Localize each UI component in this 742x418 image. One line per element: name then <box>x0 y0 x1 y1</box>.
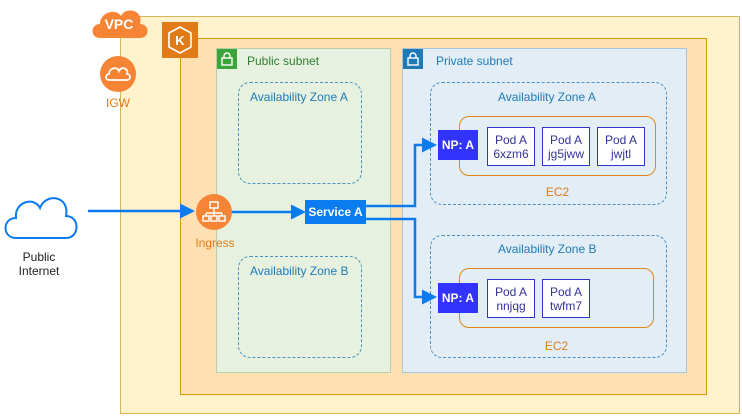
pod-id: twfm7 <box>549 298 582 313</box>
pod-id: jwjtl <box>611 146 631 161</box>
pod-card: Pod A jwjtl <box>597 127 645 166</box>
igw-icon <box>99 55 137 93</box>
pod-id: nnjqg <box>496 298 526 313</box>
vpc-badge: VPC <box>104 16 134 32</box>
pod-name: Pod A <box>549 132 583 147</box>
load-balancer-icon <box>195 193 233 231</box>
nodeport-b: NP: A <box>438 283 478 313</box>
eks-icon: K <box>162 22 198 58</box>
pod-card: Pod A twfm7 <box>542 279 590 318</box>
cloud-icon <box>0 182 80 244</box>
pod-name: Pod A <box>604 132 638 147</box>
ec2-label-b: EC2 <box>544 339 569 353</box>
private-subnet <box>402 48 687 373</box>
public-internet-label: Public Internet <box>8 250 70 278</box>
service-a-box: Service A <box>305 200 366 224</box>
pod-id: 6xzm6 <box>493 146 529 161</box>
ec2-label-a: EC2 <box>545 185 570 199</box>
public-subnet-title: Public subnet <box>247 54 320 68</box>
public-az-a <box>238 82 362 184</box>
igw-label: IGW <box>106 96 130 110</box>
pod-name: Pod A <box>494 132 528 147</box>
public-internet-line1: Public <box>22 250 56 264</box>
public-az-b <box>238 256 362 358</box>
pod-name: Pod A <box>549 284 583 299</box>
pod-card: Pod A jg5jww <box>542 127 590 166</box>
service-to-np-b-arrow <box>366 217 437 305</box>
pod-card: Pod A nnjqg <box>487 279 535 318</box>
lock-icon <box>403 49 423 69</box>
public-az-b-label: Availability Zone B <box>250 264 349 278</box>
private-subnet-title: Private subnet <box>436 54 513 68</box>
pod-card: Pod A 6xzm6 <box>487 127 535 166</box>
public-az-a-label: Availability Zone A <box>250 90 348 104</box>
service-to-np-a-arrow <box>366 137 437 208</box>
lock-icon <box>217 49 237 69</box>
vpc-cloud-icon: VPC <box>88 2 150 42</box>
ingress-label: Ingress <box>195 236 235 250</box>
pod-id: jg5jww <box>547 146 584 161</box>
private-az-b-label: Availability Zone B <box>498 242 597 256</box>
svg-text:K: K <box>175 33 185 48</box>
nodeport-a: NP: A <box>438 130 478 160</box>
public-internet-line2: Internet <box>18 264 60 278</box>
pod-name: Pod A <box>494 284 528 299</box>
private-az-a-label: Availability Zone A <box>498 90 596 104</box>
